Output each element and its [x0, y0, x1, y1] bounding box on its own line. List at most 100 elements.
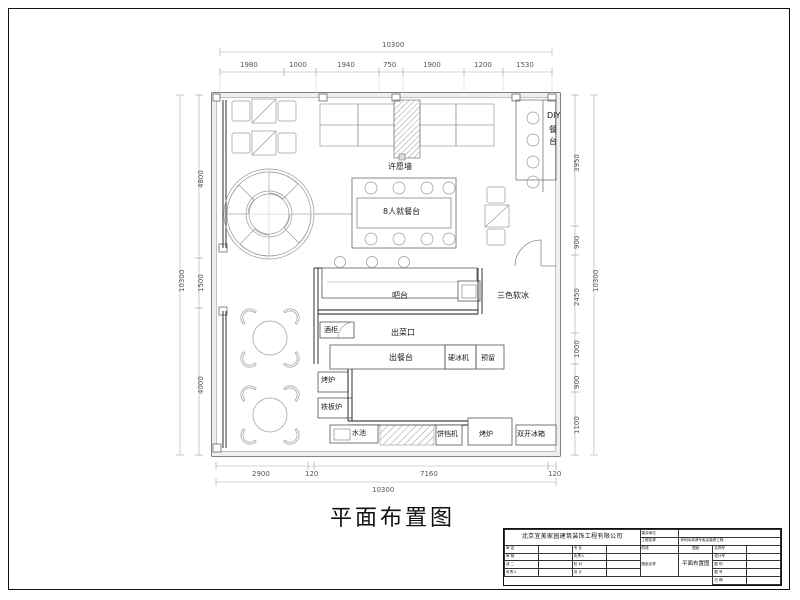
dim-top-total: 10300 — [382, 41, 405, 49]
dim-right-seg-1: 3950 — [573, 154, 581, 172]
dim-left-seg-3: 4000 — [197, 376, 205, 394]
kitchen-equipment-left — [317, 371, 353, 419]
table-set-upper-left-1 — [231, 98, 297, 124]
title-block-owner-label: 建设单位 — [639, 529, 680, 538]
title-block-owner-value — [678, 529, 781, 538]
title-block-sheettype-value — [746, 560, 781, 570]
title-block: 北京宜美家园建筑装饰工程有限公司 建设单位 工程名称 伊利冰淇淋专卖店装修工程 … — [503, 528, 782, 586]
title-block-proof-value — [605, 560, 641, 570]
title-block-done-value — [537, 560, 573, 570]
title-block-project-label: 工程名称 — [639, 536, 680, 546]
title-block-check-value — [537, 552, 573, 562]
dim-right-total: 10300 — [592, 269, 600, 292]
sink-unit — [329, 424, 379, 444]
label-serving-counter: 出餐台 — [389, 353, 413, 362]
dim-bottom-seg-4: 120 — [548, 470, 562, 478]
dim-top-seg-6: 1200 — [474, 61, 492, 69]
title-block-approve-label: 审 定 — [504, 544, 539, 554]
title-block-date-value — [746, 576, 781, 585]
round-table-set-1 — [236, 304, 304, 372]
title-block-designno-label: 设计号 — [712, 552, 748, 562]
exterior-walls — [211, 92, 561, 457]
dim-bottom-seg-3: 7160 — [420, 470, 438, 478]
soft-ice-machine — [457, 280, 481, 302]
title-block-stage-value: 图纸 — [678, 544, 714, 554]
dim-left-seg-1: 4800 — [197, 170, 205, 188]
title-block-designer-label: 设 计 — [571, 568, 607, 578]
title-block-spec-value — [605, 544, 641, 554]
label-dish-window: 出菜口 — [391, 328, 415, 337]
serving-counter-group — [329, 344, 505, 370]
title-block-designer-value — [605, 568, 641, 578]
label-diy-counter-line1: DIY — [547, 111, 561, 120]
title-block-company: 北京宜美家园建筑装饰工程有限公司 — [504, 529, 641, 546]
title-block-project-value: 伊利冰淇淋专卖店装修工程 — [678, 536, 781, 546]
label-double-fridge: 双开冰箱 — [517, 430, 545, 438]
title-block-done-label: 成 二 — [504, 560, 539, 570]
title-block-date-label: 日 期 — [712, 576, 748, 585]
title-block-sheettype-label: 图 别 — [712, 560, 748, 570]
dim-bottom-seg-1: 2900 — [252, 470, 270, 478]
dining-table-8-group — [351, 177, 457, 249]
door-swing-right — [514, 239, 556, 267]
title-block-charge-value — [605, 552, 641, 562]
title-block-proof-label: 校 对 — [571, 560, 607, 570]
dim-top-seg-1: 1980 — [240, 61, 258, 69]
label-bar-counter: 吧台 — [392, 291, 408, 300]
title-block-drawing-name: 平面布置图 — [678, 552, 714, 578]
table-set-upper-left-2 — [231, 130, 297, 156]
title-block-check-label: 审 核 — [504, 552, 539, 562]
label-diy-counter-line2: 餐 — [549, 125, 557, 134]
booth-seating-top — [319, 103, 495, 147]
dim-right-seg-3: 2450 — [573, 288, 581, 306]
label-dining-table-8: 8人就餐台 — [383, 207, 421, 216]
dim-right-seg-4: 1000 — [573, 340, 581, 358]
label-griddle: 铁板炉 — [321, 403, 342, 411]
title-block-contract-value — [746, 544, 781, 554]
label-soft-ice: 三色软冰 — [497, 291, 529, 300]
hatched-floor-area — [379, 424, 435, 446]
dim-right-seg-2: 900 — [573, 235, 581, 249]
label-wish-wall: 许愿墙 — [388, 162, 412, 171]
label-hard-ice-machine: 硬冰机 — [448, 354, 469, 362]
title-block-drawing-label: 图纸名称 — [639, 552, 680, 578]
label-oven: 烤炉 — [479, 430, 493, 438]
dim-top-seg-3: 1940 — [337, 61, 355, 69]
label-reserved: 预留 — [481, 354, 495, 362]
dim-bottom-total: 10300 — [372, 486, 395, 494]
title-block-sheetno-label: 图 号 — [712, 568, 748, 578]
title-block-owner2-value — [537, 568, 573, 578]
label-diy-counter-line3: 台 — [549, 137, 557, 146]
title-block-spec-label: 专 业 — [571, 544, 607, 554]
structural-column — [393, 99, 421, 161]
title-block-owner2-label: 负责人 — [504, 568, 539, 578]
dim-top-seg-7: 1530 — [516, 61, 534, 69]
interior-partitions — [222, 100, 227, 448]
dim-bottom-seg-2: 120 — [305, 470, 319, 478]
title-block-sheetno-value — [746, 568, 781, 578]
dimension-lines — [176, 48, 598, 486]
diy-counter-group — [515, 99, 557, 192]
label-crepe-machine: 饼铛机 — [437, 430, 458, 438]
label-wine-cabinet: 酒柜 — [324, 326, 338, 334]
table-set-right — [484, 186, 510, 246]
dim-left-seg-2: 1500 — [197, 274, 205, 292]
title-block-approve-value — [537, 544, 573, 554]
label-fryer: 烤炉 — [321, 376, 335, 384]
round-table-set-2 — [236, 381, 304, 449]
dim-left-total: 10300 — [178, 269, 186, 292]
title-block-contract-label: 合同号 — [712, 544, 748, 554]
dim-right-seg-6: 1100 — [573, 416, 581, 434]
dim-right-seg-5: 900 — [573, 375, 581, 389]
wine-cabinet-box — [319, 321, 355, 339]
title-block-charge-label: 负责人 — [571, 552, 607, 562]
label-sink: 水池 — [352, 429, 366, 437]
dim-top-seg-2: 1000 — [289, 61, 307, 69]
page-title: 平面布置图 — [330, 506, 456, 531]
kitchen-walls — [313, 267, 483, 364]
sheet-border — [8, 8, 790, 590]
round-booth-seating — [223, 168, 352, 260]
title-block-designno-value — [746, 552, 781, 562]
